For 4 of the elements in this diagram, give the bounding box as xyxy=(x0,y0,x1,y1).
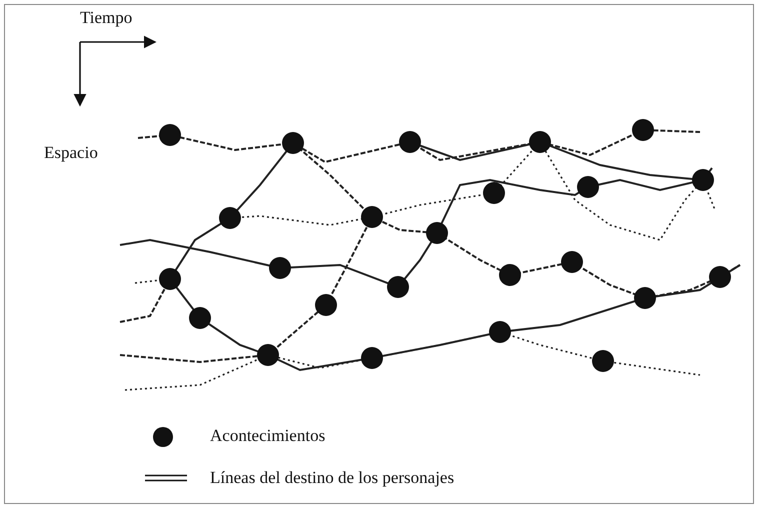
legend-label: Acontecimientos xyxy=(210,426,326,446)
legend-label: Líneas del destino de los personajes xyxy=(210,468,454,488)
axis-label: Espacio xyxy=(44,143,98,163)
axis-label: Tiempo xyxy=(80,8,132,28)
